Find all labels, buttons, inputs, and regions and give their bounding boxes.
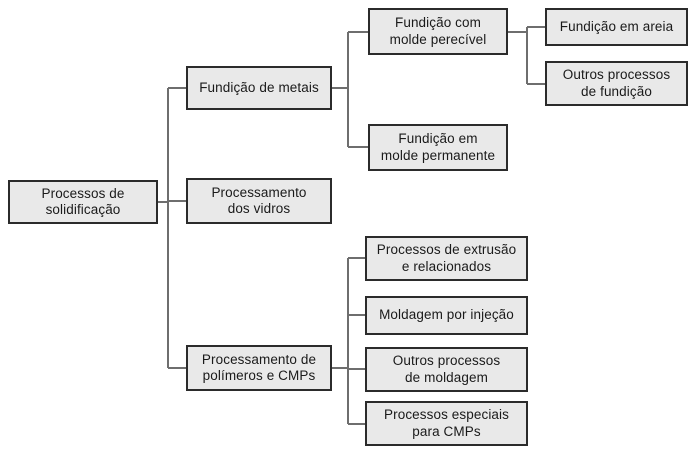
node-outros-processos-de-fundicao[interactable]: Outros processos de fundição (545, 61, 688, 106)
node-label: Outros processos de fundição (562, 67, 671, 99)
node-label: Moldagem por injeção (379, 307, 514, 323)
node-label: Processamento dos vidros (211, 184, 307, 216)
node-moldagem-por-injecao[interactable]: Moldagem por injeção (365, 296, 528, 335)
node-label: Outros processos de moldagem (392, 353, 501, 385)
node-processamento-de-polimeros-e-cmps[interactable]: Processamento de polímeros e CMPs (186, 345, 332, 391)
node-processos-especiais-para-cmps[interactable]: Processos especiais para CMPs (365, 401, 528, 446)
node-label: Fundição em areia (559, 18, 674, 34)
node-processos-de-solidificacao[interactable]: Processos de solidificação (8, 180, 158, 224)
node-label: Processos especiais para CMPs (384, 407, 509, 439)
node-fundicao-em-areia[interactable]: Fundição em areia (545, 8, 688, 46)
node-label: Fundição em molde permanente (380, 131, 496, 163)
node-label: Processos de solidificação (41, 185, 125, 217)
node-outros-processos-de-moldagem[interactable]: Outros processos de moldagem (365, 347, 528, 392)
node-fundicao-com-molde-perecivel[interactable]: Fundição com molde perecível (368, 8, 508, 55)
node-processamento-dos-vidros[interactable]: Processamento dos vidros (186, 178, 332, 224)
node-processos-de-extrusao-e-relacionados[interactable]: Processos de extrusão e relacionados (365, 236, 528, 281)
node-fundicao-em-molde-permanente[interactable]: Fundição em molde permanente (368, 124, 508, 171)
node-label: Processos de extrusão e relacionados (376, 242, 517, 274)
node-label: Fundição de metais (199, 79, 319, 95)
node-fundicao-de-metais[interactable]: Fundição de metais (186, 66, 332, 110)
node-label: Processamento de polímeros e CMPs (201, 351, 317, 383)
node-label: Fundição com molde perecível (389, 15, 487, 47)
